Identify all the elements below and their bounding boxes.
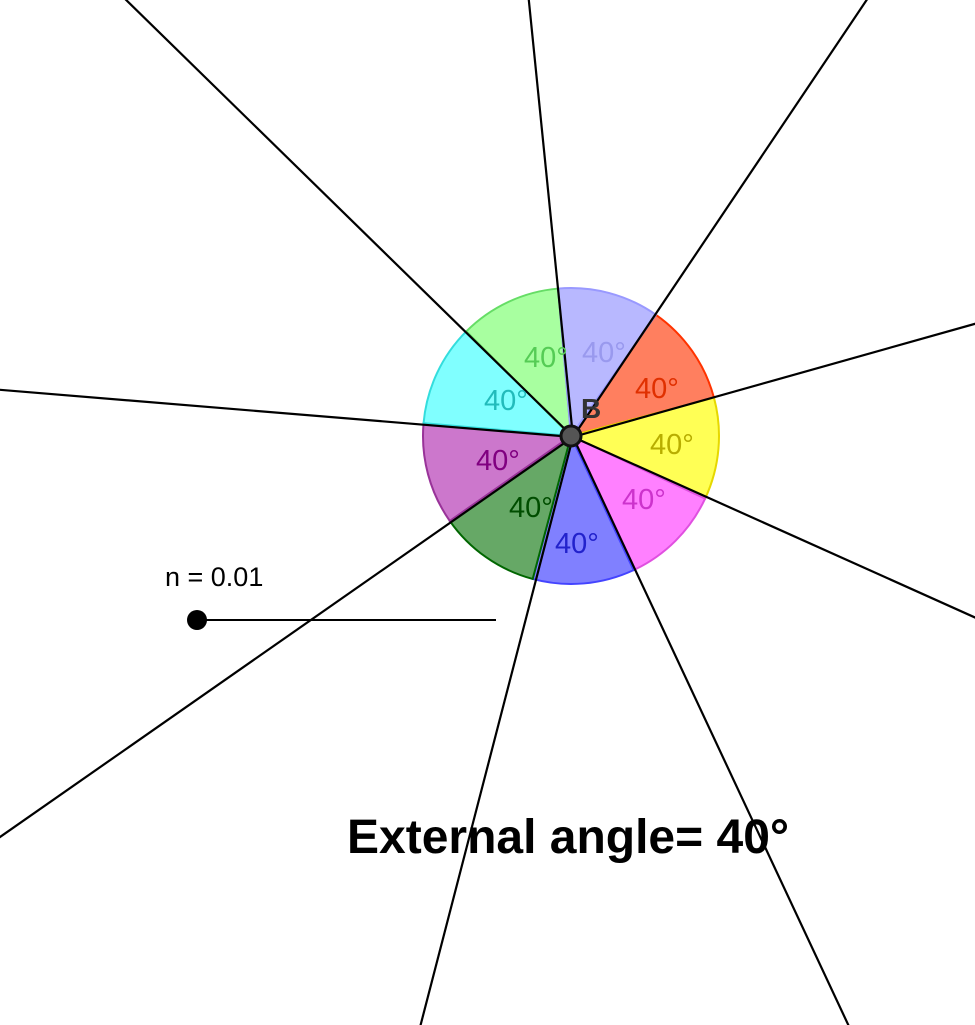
angle-label-6: 40°: [476, 445, 520, 477]
angle-sector-6: [422, 422, 574, 523]
angle-sector-9: [557, 287, 658, 439]
angle-label-5: 40°: [509, 492, 553, 524]
angle-label-7: 40°: [484, 385, 528, 417]
angle-sector-2: [568, 396, 720, 500]
slider-label: n = 0.01: [165, 562, 263, 592]
slider-handle[interactable]: [187, 610, 207, 630]
angle-labels: 40° 40° 40° 40° 40° 40° 40° 40° 40°: [476, 337, 694, 560]
angle-label-4: 40°: [555, 528, 599, 560]
angle-sector-3: [568, 433, 707, 572]
side-line-2: [527, 0, 575, 438]
angle-sector-1: [568, 313, 716, 438]
vertex-point[interactable]: [559, 424, 583, 448]
side-line-8: [0, 436, 574, 839]
vertex-label: B: [581, 393, 601, 424]
angle-sector-7: [422, 329, 574, 438]
angle-sector-8: [464, 287, 573, 439]
side-line-7: [419, 436, 575, 1025]
side-line-3: [572, 0, 868, 438]
angle-sector-4: [531, 433, 635, 585]
angle-label-2: 40°: [650, 429, 694, 461]
side-line-1: [124, 0, 574, 438]
angle-label-1: 40°: [635, 373, 679, 405]
external-angle-title: External angle= 40°: [347, 811, 789, 864]
side-line-4: [572, 322, 975, 439]
side-line-6: [572, 436, 850, 1025]
side-line-9: [0, 388, 574, 439]
angle-label-8: 40°: [524, 342, 568, 374]
angle-label-3: 40°: [622, 484, 666, 516]
side-line-5: [572, 435, 975, 619]
angle-label-9: 40°: [582, 337, 626, 369]
angle-sectors: [422, 287, 720, 585]
angle-sector-5: [448, 433, 573, 581]
